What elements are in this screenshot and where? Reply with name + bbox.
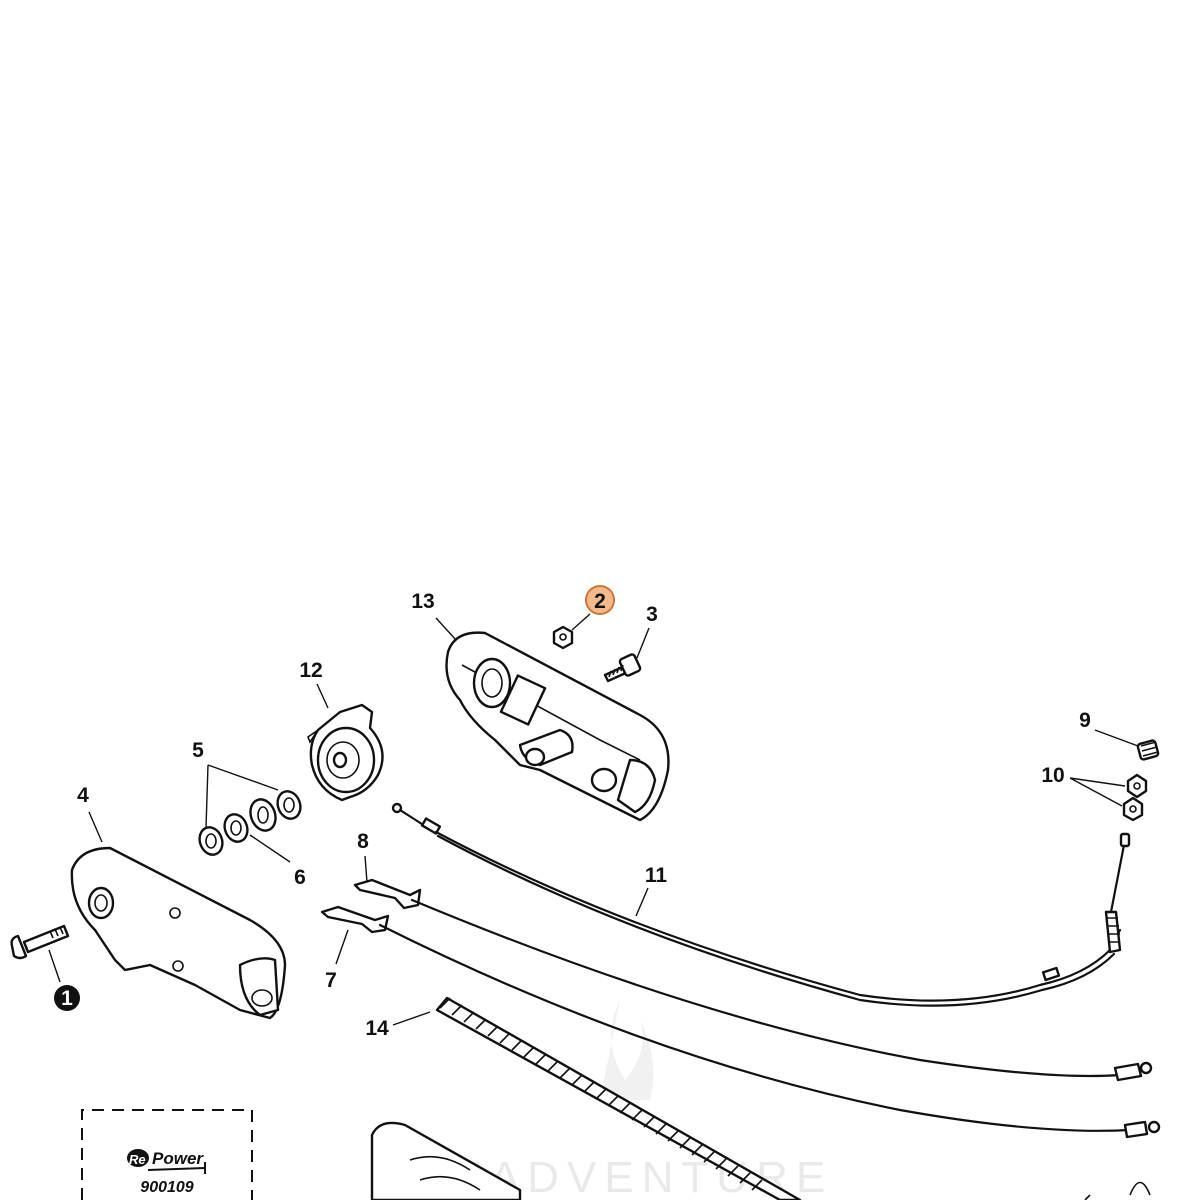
part-1-bolt [10,924,70,960]
label-2: 2 [594,590,606,613]
callout-2-highlight[interactable]: 2 [585,585,615,615]
part-9-fitting [1136,739,1160,761]
watermark-flame-icon [600,1000,654,1100]
label-4[interactable]: 4 [77,784,89,807]
part-12-drum [307,703,384,802]
long-cables [378,898,1161,1139]
label-3[interactable]: 3 [646,603,658,626]
leader-lines [48,613,1139,1026]
repower-kit-box[interactable]: Re Power 900109 [81,1109,253,1200]
part-13-housing [445,631,670,822]
label-5[interactable]: 5 [192,739,204,762]
callout-1-badge[interactable]: 1 [54,985,80,1011]
part-5-6-washers [198,790,302,856]
label-7[interactable]: 7 [325,969,337,992]
repower-brand-power: Power [152,1149,204,1168]
label-10[interactable]: 10 [1041,764,1064,787]
part-7-clip [320,905,390,934]
part-4-lever-housing [70,846,287,1020]
repower-logo: Re Power [127,1149,206,1174]
repower-brand-re: Re [129,1152,146,1167]
grip-handle [370,1121,1151,1200]
label-8[interactable]: 8 [357,830,369,853]
label-1: 1 [61,987,73,1010]
part-14-spring [435,996,802,1200]
repower-code: 900109 [140,1179,193,1196]
label-12[interactable]: 12 [299,659,322,682]
label-11[interactable]: 11 [645,864,668,887]
part-10-nuts [1122,773,1148,822]
part-2-nut [552,625,574,650]
label-14[interactable]: 14 [365,1017,389,1040]
label-9[interactable]: 9 [1079,709,1091,732]
label-13[interactable]: 13 [411,590,434,613]
part-3-screw [603,653,642,683]
part-8-clip [353,878,422,910]
label-6[interactable]: 6 [294,866,306,889]
part-11-cable [391,802,1131,1007]
